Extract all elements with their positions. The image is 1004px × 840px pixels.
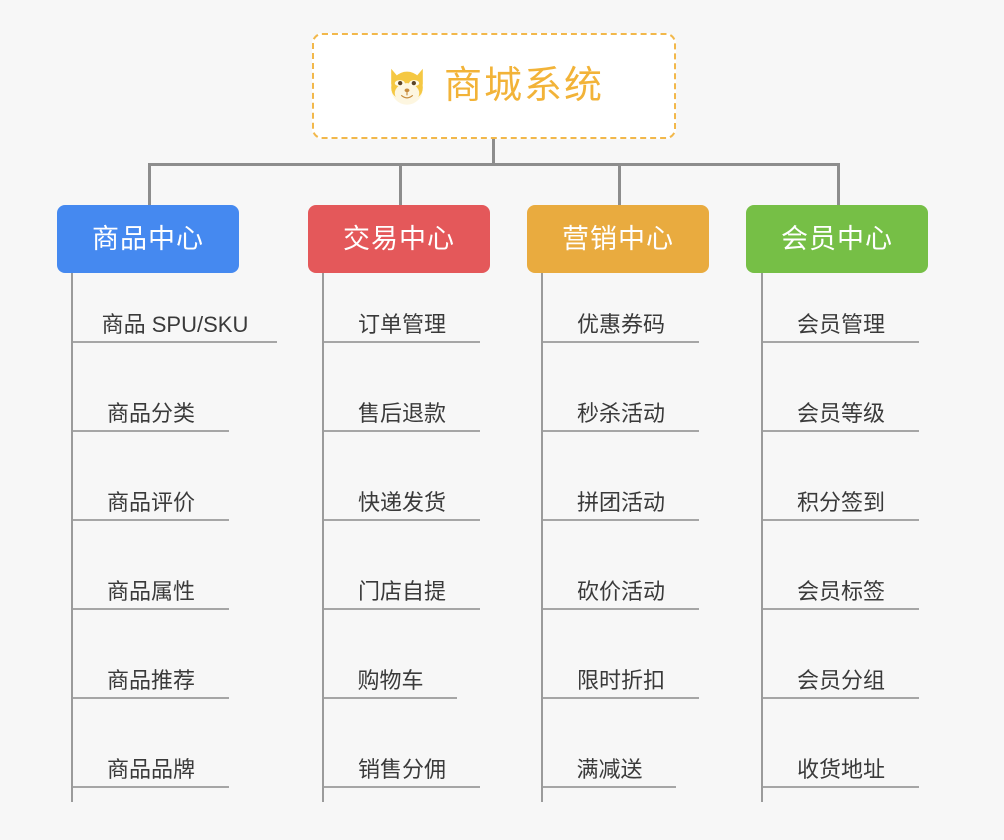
category-box-trade-center[interactable]: 交易中心 bbox=[308, 205, 490, 273]
category-label: 营销中心 bbox=[562, 223, 674, 254]
leaf-item[interactable]: 积分签到 bbox=[763, 481, 919, 521]
leaf-label: 门店自提 bbox=[357, 578, 446, 604]
leaf-item[interactable]: 售后退款 bbox=[324, 392, 480, 432]
leaf-item[interactable]: 收货地址 bbox=[763, 748, 919, 788]
connector-root-stem bbox=[492, 139, 495, 165]
leaf-label: 商品品牌 bbox=[106, 756, 195, 782]
category-label: 交易中心 bbox=[343, 223, 455, 254]
leaf-item[interactable]: 满减送 bbox=[543, 748, 676, 788]
leaf-label: 订单管理 bbox=[357, 311, 446, 337]
leaf-item[interactable]: 购物车 bbox=[324, 659, 457, 699]
leaf-item[interactable]: 会员分组 bbox=[763, 659, 919, 699]
column-spine bbox=[541, 273, 543, 802]
leaf-item[interactable]: 限时折扣 bbox=[543, 659, 699, 699]
leaf-label: 购物车 bbox=[357, 667, 424, 693]
leaf-item[interactable]: 商品评价 bbox=[73, 481, 229, 521]
leaf-item[interactable]: 会员等级 bbox=[763, 392, 919, 432]
category-label: 商品中心 bbox=[92, 223, 204, 254]
leaf-label: 积分签到 bbox=[796, 489, 885, 515]
connector-drop-marketing-center bbox=[618, 163, 621, 206]
leaf-label: 秒杀活动 bbox=[576, 400, 665, 426]
leaf-label: 砍价活动 bbox=[576, 578, 665, 604]
leaf-item[interactable]: 优惠券码 bbox=[543, 303, 699, 343]
category-box-product-center[interactable]: 商品中心 bbox=[57, 205, 239, 273]
leaf-label: 收货地址 bbox=[796, 756, 885, 782]
leaf-label: 商品属性 bbox=[106, 578, 195, 604]
leaf-item[interactable]: 商品分类 bbox=[73, 392, 229, 432]
leaf-label: 限时折扣 bbox=[576, 667, 665, 693]
connector-drop-product-center bbox=[148, 163, 151, 206]
column-spine bbox=[71, 273, 73, 802]
leaf-item[interactable]: 商品品牌 bbox=[73, 748, 229, 788]
category-label: 会员中心 bbox=[781, 223, 893, 254]
leaf-label: 会员管理 bbox=[796, 311, 885, 337]
leaf-label: 商品 SPU/SKU bbox=[101, 311, 249, 337]
category-box-marketing-center[interactable]: 营销中心 bbox=[527, 205, 709, 273]
root-node[interactable]: 商城系统 bbox=[312, 33, 676, 139]
shiba-dog-face-icon bbox=[391, 68, 423, 105]
leaf-item[interactable]: 销售分佣 bbox=[324, 748, 480, 788]
leaf-item[interactable]: 商品推荐 bbox=[73, 659, 229, 699]
leaf-item[interactable]: 秒杀活动 bbox=[543, 392, 699, 432]
leaf-item[interactable]: 商品 SPU/SKU bbox=[73, 303, 277, 343]
leaf-item[interactable]: 砍价活动 bbox=[543, 570, 699, 610]
leaf-label: 拼团活动 bbox=[576, 489, 665, 515]
connector-bus bbox=[148, 163, 840, 166]
leaf-label: 售后退款 bbox=[357, 400, 446, 426]
leaf-label: 销售分佣 bbox=[357, 756, 446, 782]
leaf-item[interactable]: 门店自提 bbox=[324, 570, 480, 610]
leaf-label: 商品评价 bbox=[106, 489, 195, 515]
column-spine bbox=[322, 273, 324, 802]
leaf-item[interactable]: 会员管理 bbox=[763, 303, 919, 343]
leaf-label: 快递发货 bbox=[357, 489, 446, 515]
leaf-item[interactable]: 订单管理 bbox=[324, 303, 480, 343]
leaf-label: 商品分类 bbox=[106, 400, 195, 426]
leaf-label: 会员分组 bbox=[796, 667, 885, 693]
leaf-item[interactable]: 会员标签 bbox=[763, 570, 919, 610]
leaf-label: 会员标签 bbox=[796, 578, 885, 604]
category-box-member-center[interactable]: 会员中心 bbox=[746, 205, 928, 273]
leaf-label: 优惠券码 bbox=[576, 311, 665, 337]
leaf-label: 满减送 bbox=[576, 756, 643, 782]
leaf-label: 会员等级 bbox=[796, 400, 885, 426]
leaf-item[interactable]: 商品属性 bbox=[73, 570, 229, 610]
root-title: 商城系统 bbox=[443, 65, 604, 107]
leaf-label: 商品推荐 bbox=[106, 667, 195, 693]
column-spine bbox=[761, 273, 763, 802]
leaf-item[interactable]: 快递发货 bbox=[324, 481, 480, 521]
leaf-item[interactable]: 拼团活动 bbox=[543, 481, 699, 521]
connector-drop-trade-center bbox=[399, 163, 402, 206]
connector-drop-member-center bbox=[837, 163, 840, 206]
